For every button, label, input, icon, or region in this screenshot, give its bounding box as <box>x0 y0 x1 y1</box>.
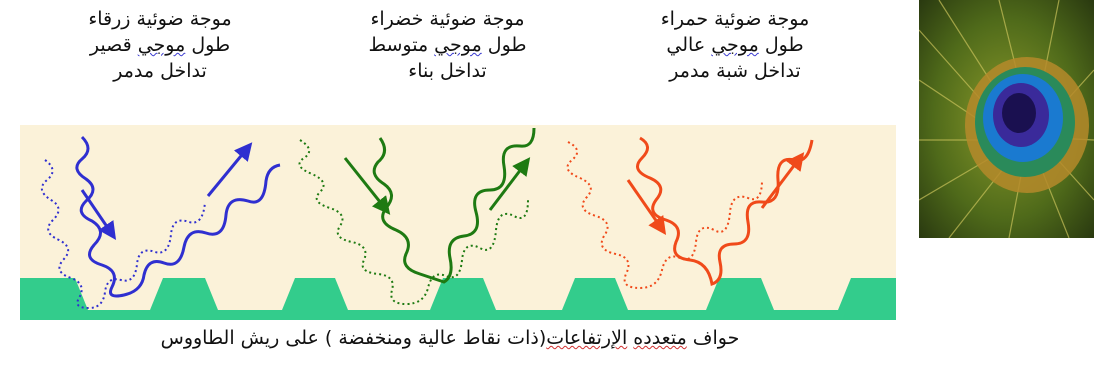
blue-wave-label: موجة ضوئية زرقاء طول موجي قصير تداخل مدم… <box>40 6 280 84</box>
caption-word1: حواف <box>692 327 740 349</box>
blue-wave-title: موجة ضوئية زرقاء <box>88 8 232 30</box>
green-incoming-wave-dotted <box>298 139 529 306</box>
red-wavelength-word3: عالي <box>666 34 706 56</box>
caption-rest: (ذات نقاط عالية ومنخفضة ) على ريش الطاوو… <box>160 327 547 349</box>
caption-word2: متعدده <box>633 327 687 349</box>
red-interference-text: تداخل شبة مدمر <box>669 60 801 82</box>
blue-outgoing-arrow <box>206 142 253 197</box>
blue-incoming-wave-dotted <box>40 159 206 310</box>
green-waves <box>298 127 536 306</box>
blue-wavelength-word1: طول <box>191 34 231 56</box>
green-wavelength-word2: موجي <box>434 34 482 56</box>
blue-wavelength-word3: قصير <box>89 34 132 56</box>
blue-wavelength-line: طول موجي قصير <box>40 32 280 58</box>
peacock-feather-image <box>919 0 1094 238</box>
red-wavelength-line: طول موجي عالي <box>620 32 850 58</box>
green-wave-label: موجة ضوئية خضراء طول موجي متوسط تداخل بن… <box>325 6 570 84</box>
green-wavelength-word3: متوسط <box>368 34 429 56</box>
green-incoming-arrow <box>343 157 391 215</box>
blue-wavelength-word2: موجي <box>137 34 186 56</box>
blue-incoming-arrow <box>80 189 117 240</box>
caption-word3: الإرتفاعات <box>546 327 628 349</box>
red-wavelength-word1: طول <box>764 34 804 56</box>
green-wave-title: موجة ضوئية خضراء <box>370 8 525 30</box>
red-incoming-wave-solid <box>636 136 814 286</box>
green-interference-text: تداخل بناء <box>408 60 487 82</box>
red-incoming-wave-dotted <box>566 141 763 290</box>
diagram-caption: حواف متعدده الإرتفاعات(ذات نقاط عالية وم… <box>70 327 830 349</box>
green-outgoing-arrow <box>488 157 531 211</box>
blue-interference-text: تداخل مدمر <box>113 60 207 82</box>
blue-waves <box>40 135 281 310</box>
red-wave-title: موجة ضوئية حمراء <box>660 8 810 30</box>
ridged-surface <box>20 278 896 320</box>
green-wavelength-word1: طول <box>487 34 527 56</box>
red-waves <box>566 136 814 290</box>
red-incoming-arrow <box>626 179 667 235</box>
green-wavelength-line: طول موجي متوسط <box>325 32 570 58</box>
red-wave-label: موجة ضوئية حمراء طول موجي عالي تداخل شبة… <box>620 6 850 84</box>
green-incoming-wave-solid <box>372 127 536 284</box>
blue-incoming-wave-solid <box>75 135 281 298</box>
red-outgoing-arrow <box>760 152 805 209</box>
red-wavelength-word2: موجي <box>711 34 759 56</box>
